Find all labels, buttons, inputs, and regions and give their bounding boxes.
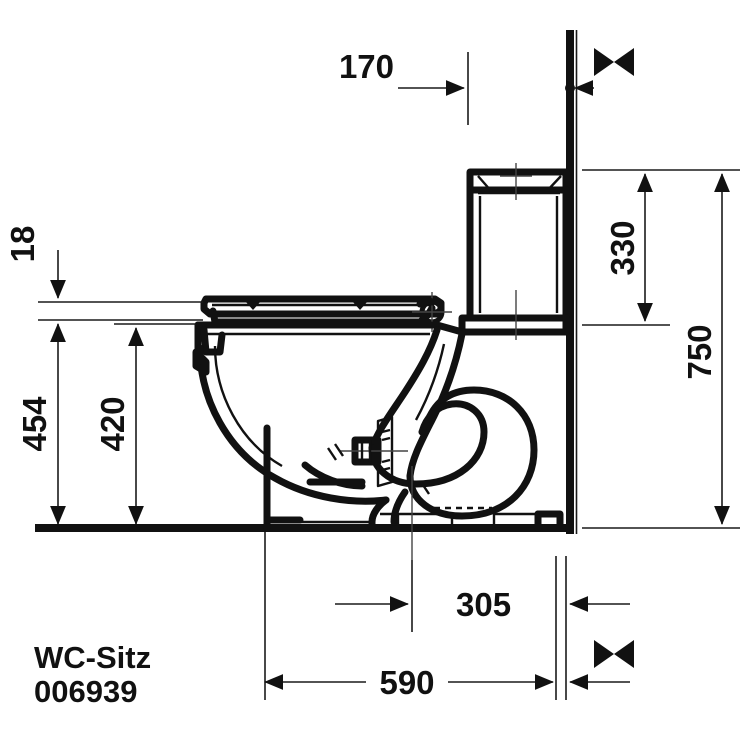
seat-ring: [209, 304, 436, 326]
trapway-siphon: [368, 326, 538, 526]
dimension-750-label: 750: [681, 324, 718, 379]
wc-toilet-section-drawing: [192, 163, 570, 560]
pedestal-base: [263, 424, 304, 532]
dimension-454-label: 454: [16, 396, 53, 452]
product-label-line2: 006939: [34, 674, 137, 709]
dimension-18: 18: [4, 226, 203, 321]
dimension-590: 590: [264, 532, 630, 701]
dimension-18-label: 18: [4, 226, 41, 263]
x-mark-bottom-right: [594, 640, 634, 668]
dimension-170-label: 170: [339, 48, 394, 85]
wall-line: [566, 30, 578, 534]
dimension-420: 420: [94, 323, 196, 525]
dimension-330: 330: [582, 169, 740, 326]
product-label-line1: WC-Sitz: [34, 640, 151, 675]
dimension-330-label: 330: [604, 220, 641, 275]
flush-connector-fitting: [327, 415, 408, 488]
bowl-body: [192, 344, 390, 505]
x-mark-top-right: [594, 48, 634, 76]
dimension-420-label: 420: [94, 396, 131, 451]
base-feet: [300, 510, 564, 532]
dimension-305-label: 305: [456, 586, 511, 623]
dimension-305: 305: [335, 556, 630, 700]
dimension-590-label: 590: [379, 664, 434, 701]
bowl-rear-skirt: [301, 461, 366, 490]
dimension-170: 170: [339, 48, 594, 125]
dimension-750: 750: [582, 173, 740, 529]
product-label: WC-Sitz 006939: [34, 640, 151, 709]
dimension-454: 454: [16, 323, 66, 525]
cistern-tank: [458, 163, 570, 340]
seat-lid: [200, 295, 445, 318]
